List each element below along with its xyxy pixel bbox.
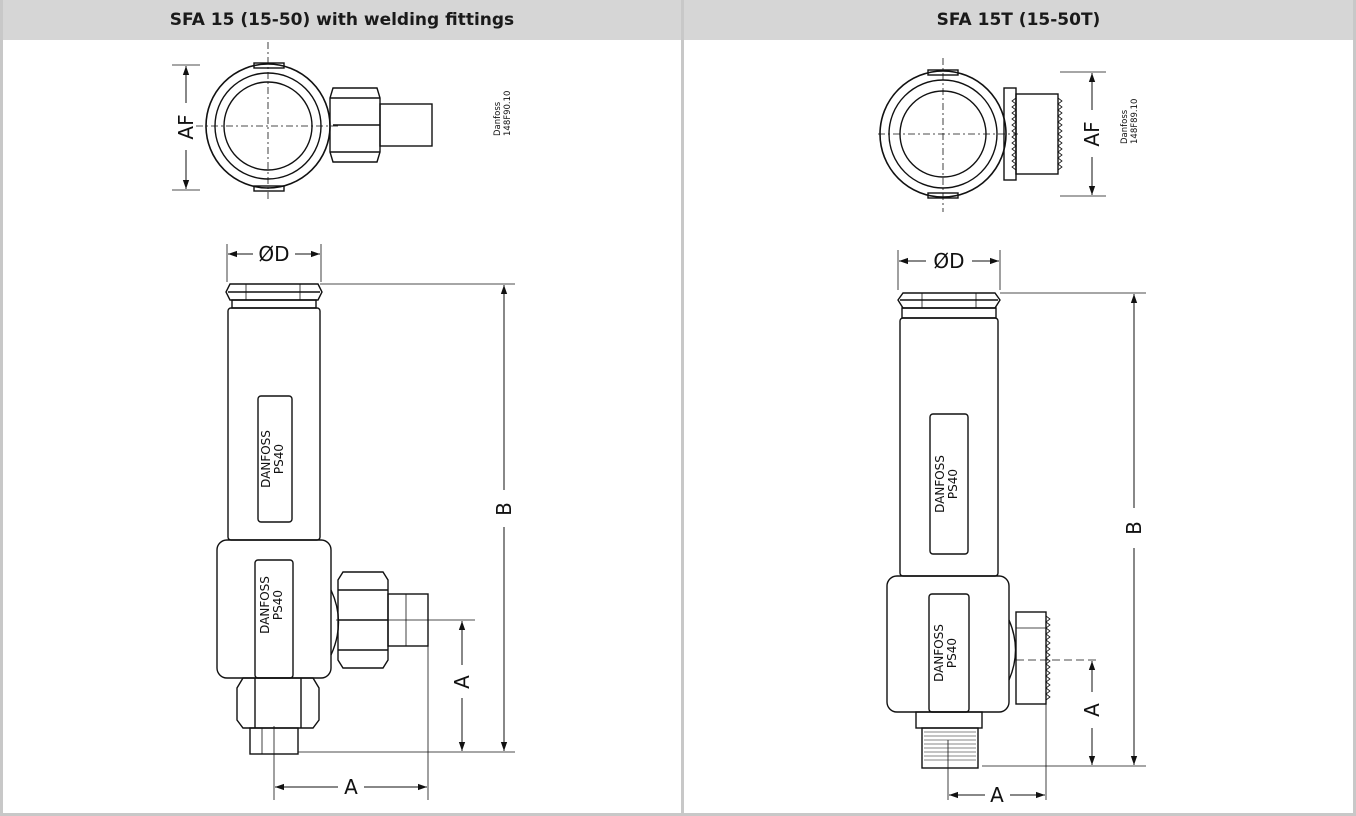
- right-drawing-code-2: 148F89.10: [1130, 99, 1140, 144]
- right-dim-d: ØD: [933, 249, 964, 273]
- left-drawing: [172, 42, 515, 800]
- panel-title-left: SFA 15 (15-50) with welding fittings: [3, 0, 681, 40]
- panel-title-right: SFA 15T (15-50T): [684, 0, 1353, 40]
- left-label-bottom-2: PS40: [271, 590, 285, 620]
- left-dim-af: AF: [174, 114, 198, 139]
- right-side-view: [886, 250, 1146, 800]
- column-divider: [681, 0, 684, 816]
- right-dim-a-horizontal: A: [990, 783, 1004, 807]
- right-drawing: [878, 58, 1146, 800]
- left-label-bottom-1: DANFOSS: [258, 576, 272, 634]
- left-drawing-code-2: 148F90.10: [503, 91, 513, 136]
- left-drawing-code-1: Danfoss: [493, 101, 503, 136]
- left-dim-d: ØD: [258, 242, 289, 266]
- left-top-view: [172, 42, 433, 202]
- left-dim-a-horizontal: A: [344, 775, 358, 799]
- right-dim-b: B: [1122, 521, 1146, 535]
- right-label-top-1: DANFOSS: [933, 455, 947, 513]
- right-dim-af: AF: [1080, 121, 1104, 146]
- right-top-view: [878, 58, 1106, 212]
- left-side-view: [216, 244, 515, 800]
- right-drawing-code-1: Danfoss: [1120, 109, 1130, 144]
- right-label-top-2: PS40: [946, 469, 960, 499]
- left-dim-b: B: [492, 502, 516, 516]
- right-label-bottom-2: PS40: [945, 638, 959, 668]
- left-dim-a-vertical: A: [450, 675, 474, 689]
- left-label-top-2: PS40: [272, 444, 286, 474]
- right-label-bottom-1: DANFOSS: [932, 624, 946, 682]
- right-dim-a-vertical: A: [1080, 703, 1104, 717]
- left-label-top-1: DANFOSS: [259, 430, 273, 488]
